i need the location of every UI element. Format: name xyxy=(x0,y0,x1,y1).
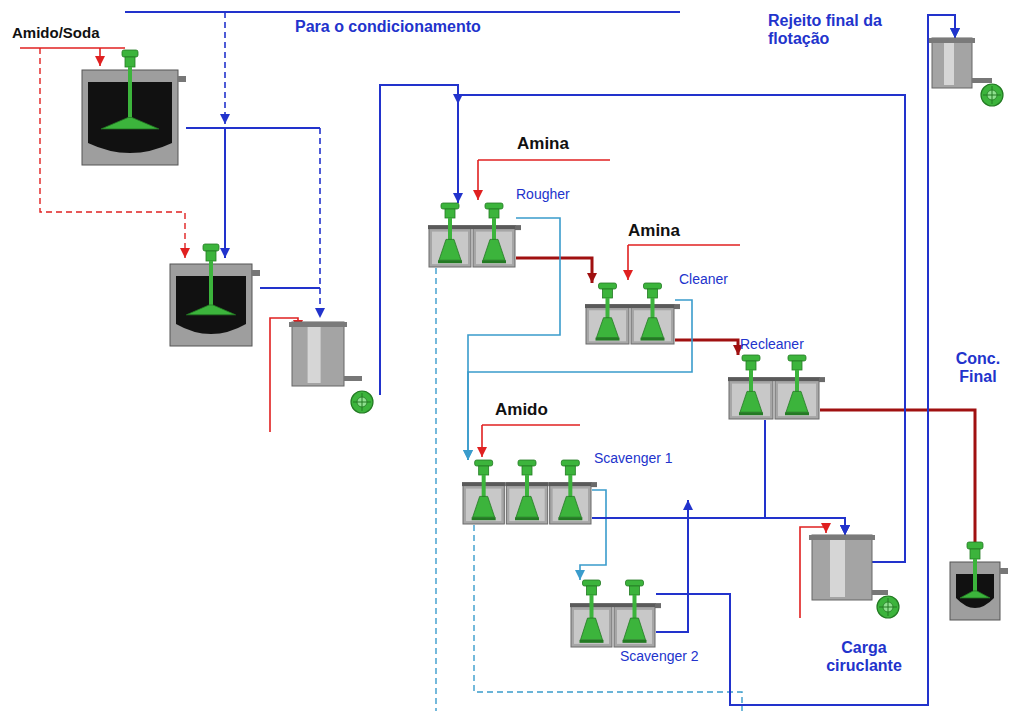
equipment-symbol xyxy=(570,580,656,648)
reagent-label: Amido xyxy=(495,400,548,420)
arrow-head xyxy=(95,56,105,66)
equipment-label: Scavenger 2 xyxy=(620,648,699,664)
arrow-head xyxy=(950,28,960,38)
arrow-head xyxy=(315,308,325,318)
flow-line xyxy=(436,15,955,711)
pump-box: Rejeito final da flotação xyxy=(932,38,972,88)
flow-line xyxy=(592,518,845,535)
equipment-symbol xyxy=(812,535,872,600)
flow-connector xyxy=(656,15,960,705)
flow-line xyxy=(656,15,955,705)
arrow-head xyxy=(453,193,463,203)
agitated-tank: Conc. Final xyxy=(950,562,1000,620)
flow-line xyxy=(474,15,955,705)
flow-line xyxy=(482,424,580,426)
equipment-label: Carga ciruclante xyxy=(814,639,914,676)
arrow-head xyxy=(840,525,850,535)
flotation-cell-bank: Recleaner xyxy=(728,355,820,420)
stream-label: Para o condicionamento xyxy=(295,18,481,36)
flow-connector xyxy=(436,15,960,711)
reagent-label: Amina xyxy=(628,221,680,241)
flow-connector xyxy=(675,340,743,355)
equipment-label: Rejeito final da flotação xyxy=(768,12,890,49)
flow-line xyxy=(458,95,905,562)
flow-line xyxy=(40,48,185,258)
flow-line xyxy=(224,128,226,258)
arrow-head xyxy=(950,28,960,38)
flow-line xyxy=(675,340,738,355)
flow-connector xyxy=(516,258,597,283)
flotation-cell-bank: Rougher xyxy=(428,203,516,268)
flotation-cell-bank: Scavenger 1 xyxy=(462,460,592,525)
equipment-symbol xyxy=(728,355,820,420)
flow-connector xyxy=(463,300,692,460)
flow-connector xyxy=(453,95,905,562)
flow-connector xyxy=(592,518,850,535)
flow-line xyxy=(260,287,320,289)
flotation-cell-bank: Cleaner xyxy=(585,283,675,345)
arrow-head xyxy=(683,500,693,510)
equipment-label: Scavenger 1 xyxy=(594,450,673,466)
flotation-cell-bank: Scavenger 2 xyxy=(570,580,656,648)
arrow-head xyxy=(473,190,483,200)
arrow-head xyxy=(821,523,831,533)
reagent-label: Amina xyxy=(517,134,569,154)
equipment-label: Cleaner xyxy=(679,271,728,287)
arrow-head xyxy=(180,248,190,258)
arrow-head xyxy=(950,28,960,38)
arrow-head xyxy=(463,450,473,460)
equipment-symbol xyxy=(428,203,516,268)
equipment-symbol xyxy=(462,460,592,525)
equipment-symbol xyxy=(932,38,972,88)
flow-line xyxy=(516,258,592,283)
arrow-head xyxy=(220,248,230,258)
arrow-head xyxy=(587,273,597,283)
arrow-head xyxy=(463,450,473,460)
equipment-label: Rougher xyxy=(516,186,570,202)
equipment-label: Recleaner xyxy=(740,336,804,352)
flow-line xyxy=(224,12,226,124)
flow-line xyxy=(125,11,680,13)
flow-line xyxy=(478,159,610,161)
arrow-head xyxy=(575,570,585,580)
arrow-head xyxy=(477,447,487,457)
flow-line xyxy=(319,128,321,318)
arrow-head xyxy=(840,525,850,535)
flow-line xyxy=(186,127,320,129)
arrow-head xyxy=(840,525,850,535)
arrow-head xyxy=(220,114,230,124)
flow-line xyxy=(468,300,692,460)
arrow-head xyxy=(623,270,633,280)
flow-line xyxy=(628,244,740,246)
reagent-label: Amido/Soda xyxy=(12,24,100,41)
equipment-symbol xyxy=(585,283,675,345)
flow-connector xyxy=(463,218,560,460)
flow-connector xyxy=(474,15,960,705)
flow-line xyxy=(20,47,125,49)
equipment-label: Conc. Final xyxy=(952,350,1004,387)
equipment-symbol xyxy=(950,562,1000,620)
pump-box: Carga ciruclante xyxy=(812,535,872,600)
flow-line xyxy=(468,218,560,460)
